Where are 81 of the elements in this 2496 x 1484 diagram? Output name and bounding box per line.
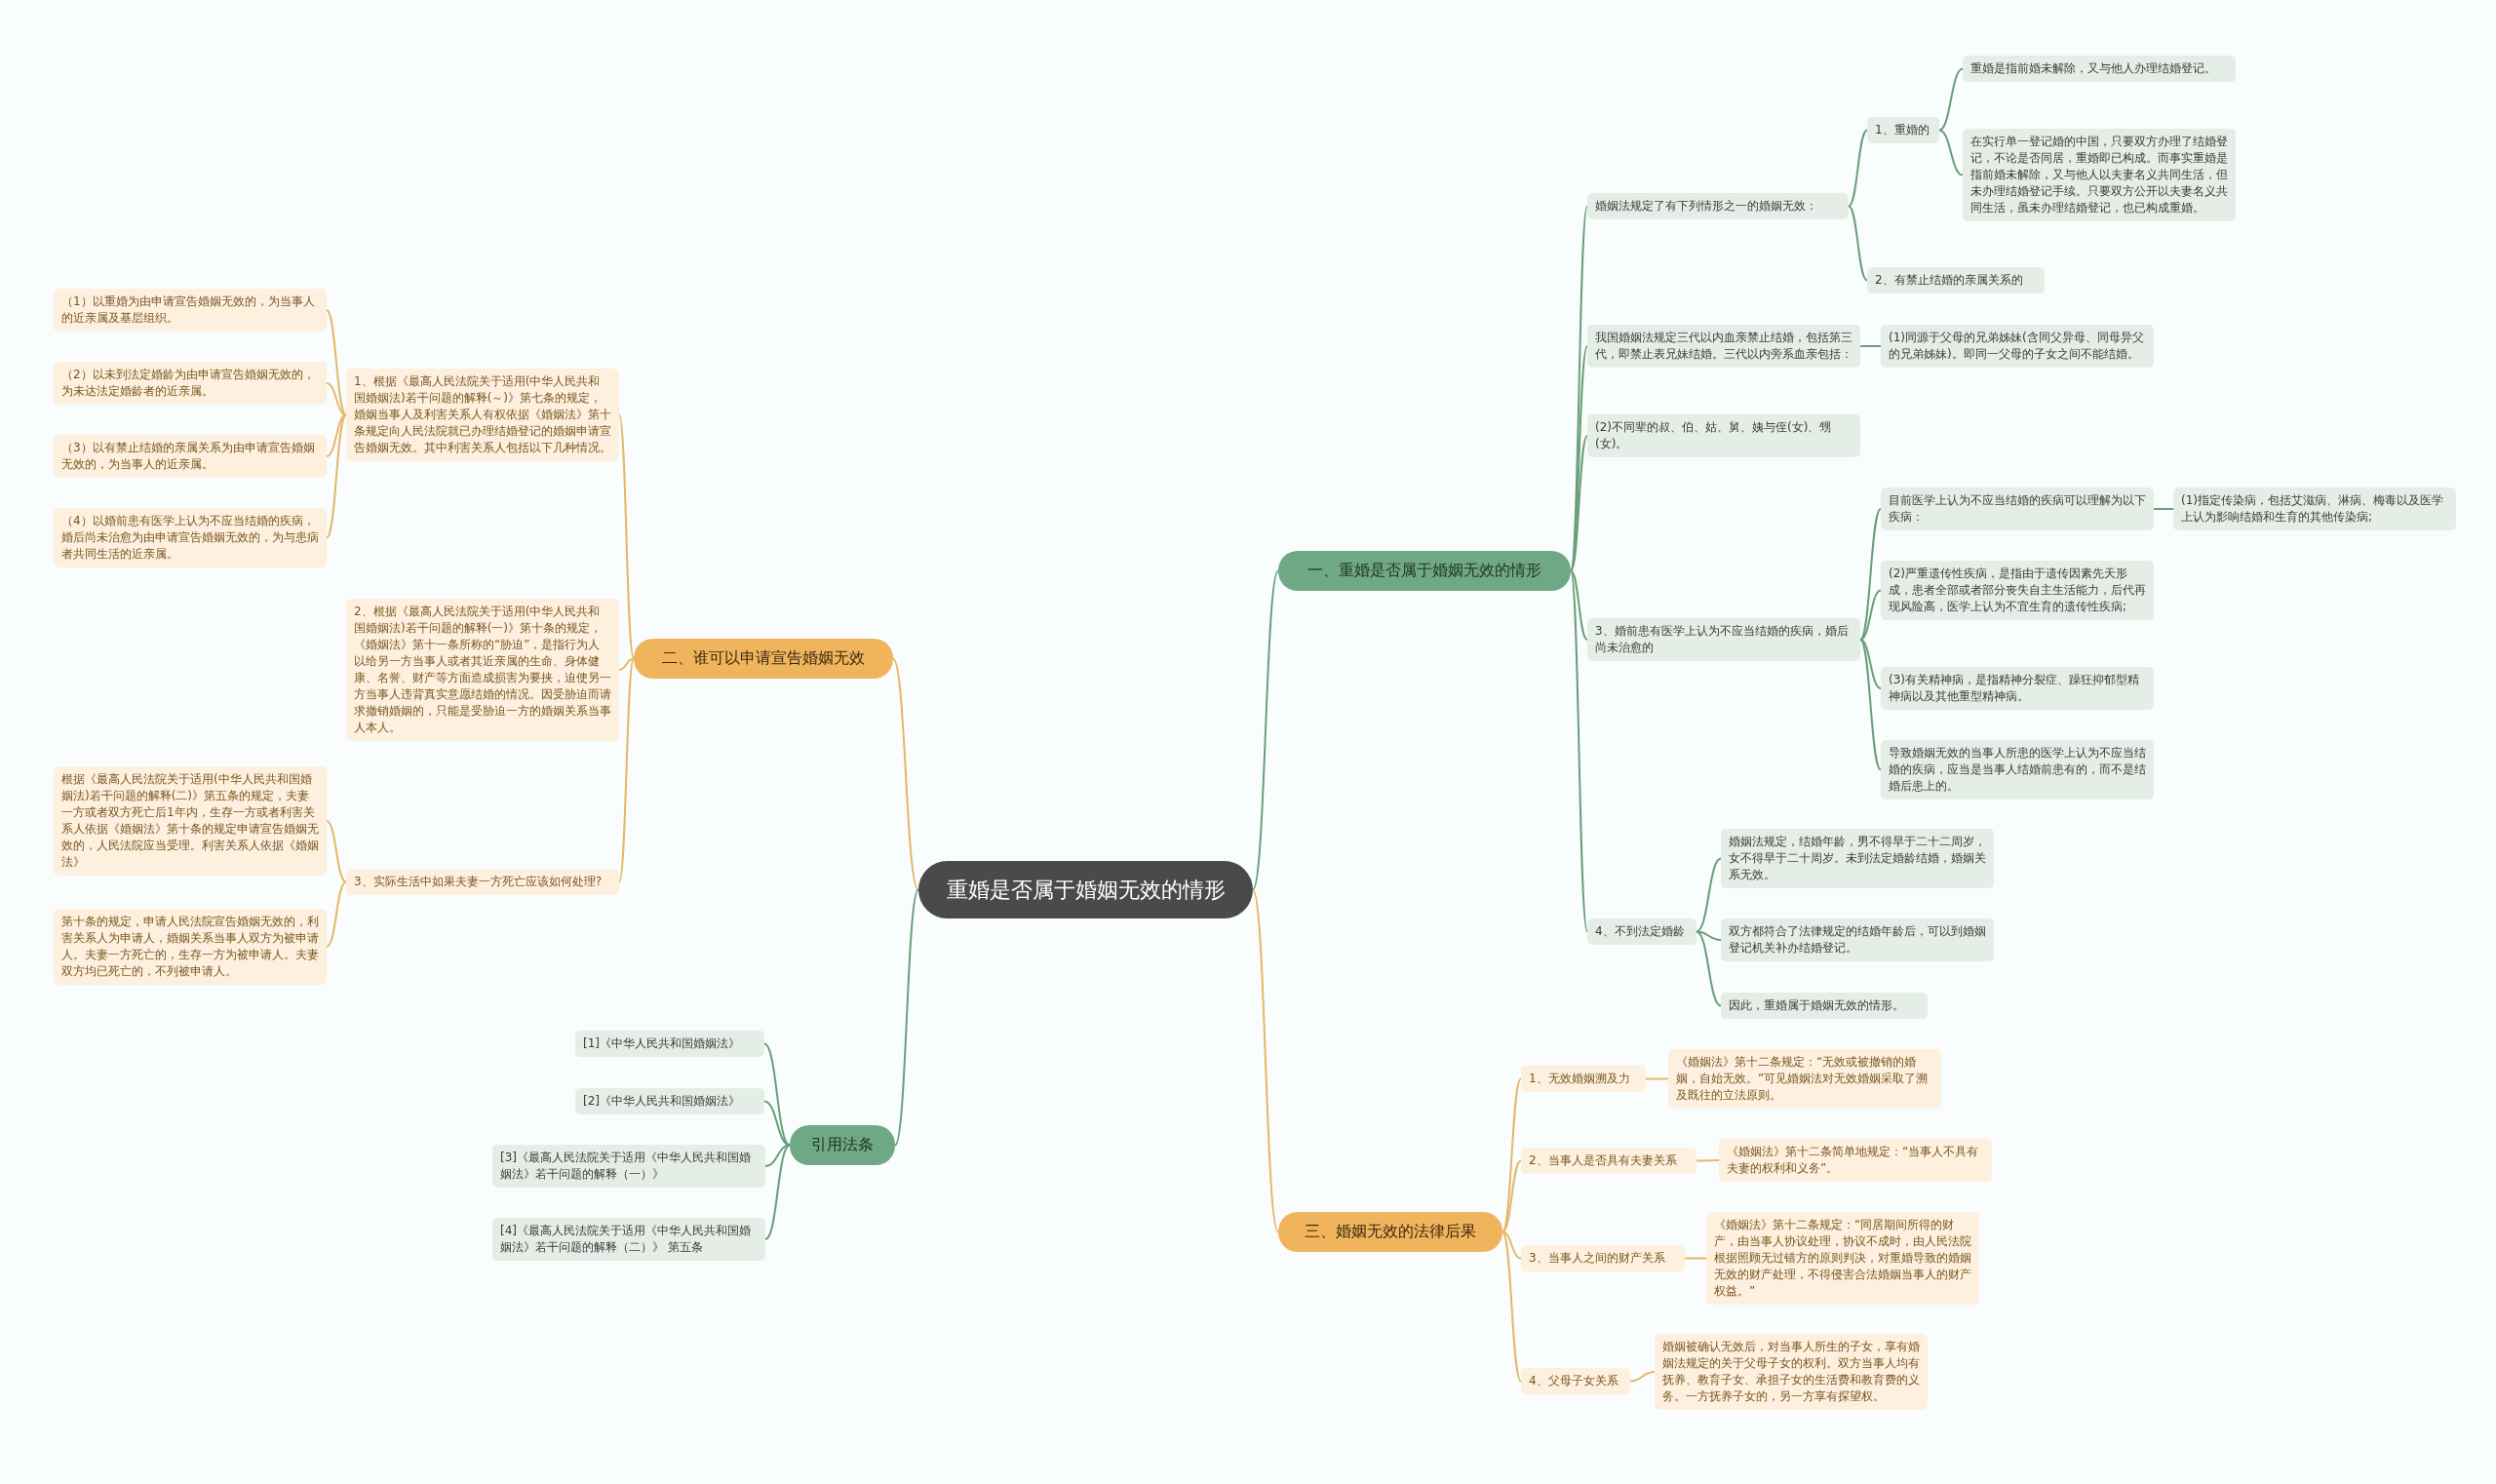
subtopic-box: [3]《最高人民法院关于适用《中华人民共和国婚姻法》若干问题的解释（一）》 — [492, 1145, 765, 1189]
subtopic-box: [4]《最高人民法院关于适用《中华人民共和国婚姻法》若干问题的解释（二）》 第五条 — [492, 1218, 765, 1262]
subtopic-box: 1、重婚的 — [1867, 117, 1939, 144]
connector-line — [618, 413, 635, 660]
connector-line — [2153, 508, 2174, 510]
connector-line — [1696, 1159, 1720, 1162]
subtopic-box: [2]《中华人民共和国婚姻法》 — [575, 1088, 764, 1115]
subtopic-box: 重婚是指前婚未解除，又与他人办理结婚登记。 — [1963, 56, 2236, 83]
connector-line — [1859, 508, 1882, 641]
connector-line — [763, 1042, 791, 1147]
subtopic-box: 2、有禁止结婚的亲属关系的 — [1867, 267, 2045, 294]
subtopic-box: 《婚姻法》第十二条规定：“无效或被撤销的婚姻，自始无效。”可见婚姻法对无效婚姻采取了溯及既往的立法原则。 — [1668, 1049, 1941, 1110]
subtopic-box: 因此，重婚属于婚姻无效的情形。 — [1721, 993, 1928, 1020]
subtopic-box: 婚姻法规定了有下列情形之一的婚姻无效： — [1587, 193, 1849, 220]
subtopic-box: 4、父母子女关系 — [1521, 1368, 1630, 1395]
subtopic-box: (2)不同辈的叔、伯、姑、舅、姨与侄(女)、甥(女)。 — [1587, 414, 1860, 458]
connector-line — [894, 888, 919, 1147]
subtopic-box: 3、婚前患有医学上认为不应当结婚的疾病，婚后尚未治愈的 — [1587, 618, 1860, 662]
connector-line — [1859, 589, 1882, 641]
subtopic-box: (1)同源于父母的兄弟姊妹(含同父异母、同母异父的兄弟姊妹)。即同一父母的子女之间不能结婚。 — [1881, 325, 2154, 369]
subtopic-box: (3)有关精神病，是指精神分裂症、躁狂抑郁型精神病以及其他重型精神病。 — [1881, 667, 2154, 711]
connector-line — [1859, 345, 1882, 347]
branch-topic: 一、重婚是否属于婚姻无效的情形 — [1278, 551, 1571, 591]
subtopic-box: （3）以有禁止结婚的亲属关系为由申请宣告婚姻无效的，为当事人的近亲属。 — [54, 435, 327, 479]
connector-line — [618, 657, 635, 883]
connector-line — [326, 382, 347, 416]
connector-line — [1502, 1230, 1522, 1260]
subtopic-box: 2、根据《最高人民法院关于适用(中华人民共和国婚姻法)若干问题的解释(一)》第十条的规定，《婚姻法》第十一条所称的“胁迫”，是指行为人以给另一方当事人或者其近亲属的生命、身体健康、名誉、财产等方面造成损害为要挟，迫使另一方当事人违背真实意愿结婚的情况。因受胁迫而请求撤销婚姻的，只能是受胁迫一方的婚姻关系当事人本人。 — [346, 599, 619, 742]
connector-line — [1645, 1077, 1669, 1080]
connector-line — [326, 413, 347, 457]
central-topic: 重婚是否属于婚姻无效的情形 — [918, 861, 1253, 919]
branch-topic: 三、婚姻无效的法律后果 — [1278, 1212, 1502, 1252]
subtopic-box: 婚姻法规定，结婚年龄，男不得早于二十二周岁，女不得早于二十周岁。未到法定婚龄结婚，婚姻关系无效。 — [1721, 829, 1994, 889]
subtopic-box: （4）以婚前患有医学上认为不应当结婚的疾病，婚后尚未治愈为由申请宣告婚姻无效的，为与患病者共同生活的近亲属。 — [54, 508, 327, 568]
connector-line — [326, 880, 347, 948]
connector-line — [1570, 569, 1588, 641]
connector-line — [1859, 639, 1882, 689]
connector-line — [1938, 67, 1964, 132]
connector-line — [1252, 888, 1279, 1233]
subtopic-box: 3、当事人之间的财产关系 — [1521, 1245, 1685, 1272]
branch-topic: 二、谁可以申请宣告婚姻无效 — [634, 639, 893, 679]
connector-line — [1502, 1159, 1522, 1233]
connector-line — [1859, 639, 1882, 771]
subtopic-box: 1、无效婚姻溯及力 — [1521, 1066, 1646, 1093]
connector-line — [1570, 435, 1588, 572]
subtopic-box: 2、当事人是否具有夫妻关系 — [1521, 1148, 1696, 1175]
subtopic-box: 根据《最高人民法院关于适用(中华人民共和国婚姻法)若干问题的解释(二)》第五条的规定，夫妻一方或者双方死亡后1年内，生存一方或者利害关系人依据《婚姻法》第十条的规定申请宣告婚姻无效的，人民法院应当受理。利害关系人依据《婚姻法》 — [54, 766, 327, 877]
subtopic-box: （1）以重婚为由申请宣告婚姻无效的，为当事人的近亲属及基层组织。 — [54, 289, 327, 332]
subtopic-box: (2)严重遗传性疾病，是指由于遗传因素先天形成，患者全部或者部分丧失自主生活能力，后代再现风险高，医学上认为不宜生育的遗传性疾病; — [1881, 561, 2154, 621]
connector-line — [326, 413, 347, 539]
connector-line — [764, 1144, 791, 1240]
connector-line — [1502, 1230, 1522, 1383]
connector-line — [326, 820, 347, 883]
connector-line — [326, 309, 347, 416]
connector-line — [1696, 930, 1722, 1007]
connector-line — [1848, 129, 1868, 208]
connector-line — [892, 657, 919, 891]
subtopic-box: 《婚姻法》第十二条规定：“同居期间所得的财产，由当事人协议处理，协议不成时，由人民法院根据照顾无过错方的原则判决，对重婚导致的婚姻无效的财产处理，不得侵害合法婚姻当事人的财产权益。” — [1706, 1212, 1979, 1306]
subtopic-box: （2）以未到法定婚龄为由申请宣告婚姻无效的，为未达法定婚龄者的近亲属。 — [54, 362, 327, 406]
subtopic-box: 婚姻被确认无效后，对当事人所生的子女，享有婚姻法规定的关于父母子女的权利。双方当事人均有抚养、教育子女、承担子女的生活费和教育费的义务。一方抚养子女的，另一方享有探望权。 — [1655, 1334, 1928, 1411]
subtopic-box: 我国婚姻法规定三代以内血亲禁止结婚，包括第三代，即禁止表兄妹结婚。三代以内旁系血亲包括： — [1587, 325, 1860, 369]
connector-line — [618, 657, 635, 671]
subtopic-box: 1、根据《最高人民法院关于适用(中华人民共和国婚姻法)若干问题的解释(～)》第七条的规定，婚姻当事人及利害关系人有权依据《婚姻法》第十条规定向人民法院就已办理结婚登记的婚姻申请宣告婚姻无效。其中利害关系人包括以下几种情况。 — [346, 369, 619, 462]
branch-topic: 引用法条 — [790, 1125, 895, 1165]
subtopic-box: 3、实际生活中如果夫妻一方死亡应该如何处理? — [346, 869, 619, 896]
subtopic-box: 双方都符合了法律规定的结婚年龄后，可以到婚姻登记机关补办结婚登记。 — [1721, 918, 1994, 962]
subtopic-box: 目前医学上认为不应当结婚的疾病可以理解为以下疾病： — [1881, 488, 2154, 531]
connector-line — [1252, 569, 1279, 891]
subtopic-box: 《婚姻法》第十二条简单地规定：“当事人不具有夫妻的权利和义务”。 — [1719, 1139, 1992, 1183]
connector-line — [1696, 857, 1722, 933]
subtopic-box: (1)指定传染病，包括艾滋病、淋病、梅毒以及医学上认为影响结婚和生育的其他传染病; — [2173, 488, 2456, 531]
subtopic-box: 第十条的规定，申请人民法院宣告婚姻无效的，利害关系人为申请人，婚姻关系当事人双方为被申请人。夫妻一方死亡的，生存一方为被申请人。夫妻双方均已死亡的，不列被申请人。 — [54, 909, 327, 986]
connector-line — [1629, 1371, 1656, 1383]
connector-line — [1684, 1257, 1707, 1260]
subtopic-box: 导致婚姻无效的当事人所患的医学上认为不应当结婚的疾病，应当是当事人结婚前患有的，而不是结婚后患上的。 — [1881, 740, 2154, 801]
subtopic-box: 4、不到法定婚龄 — [1587, 918, 1696, 946]
subtopic-box: 在实行单一登记婚的中国，只要双方办理了结婚登记，不论是否同居，重婚即已构成。而事实重婚是指前婚未解除，又与他人以夫妻名义共同生活，但未办理结婚登记手续。只要双方公开以夫妻名义共同生活，虽未办理结婚登记，也已构成重婚。 — [1963, 129, 2236, 222]
connector-line — [1848, 205, 1868, 282]
connector-line — [1938, 129, 1964, 176]
connector-line — [1570, 569, 1588, 933]
subtopic-box: [1]《中华人民共和国婚姻法》 — [575, 1031, 764, 1058]
